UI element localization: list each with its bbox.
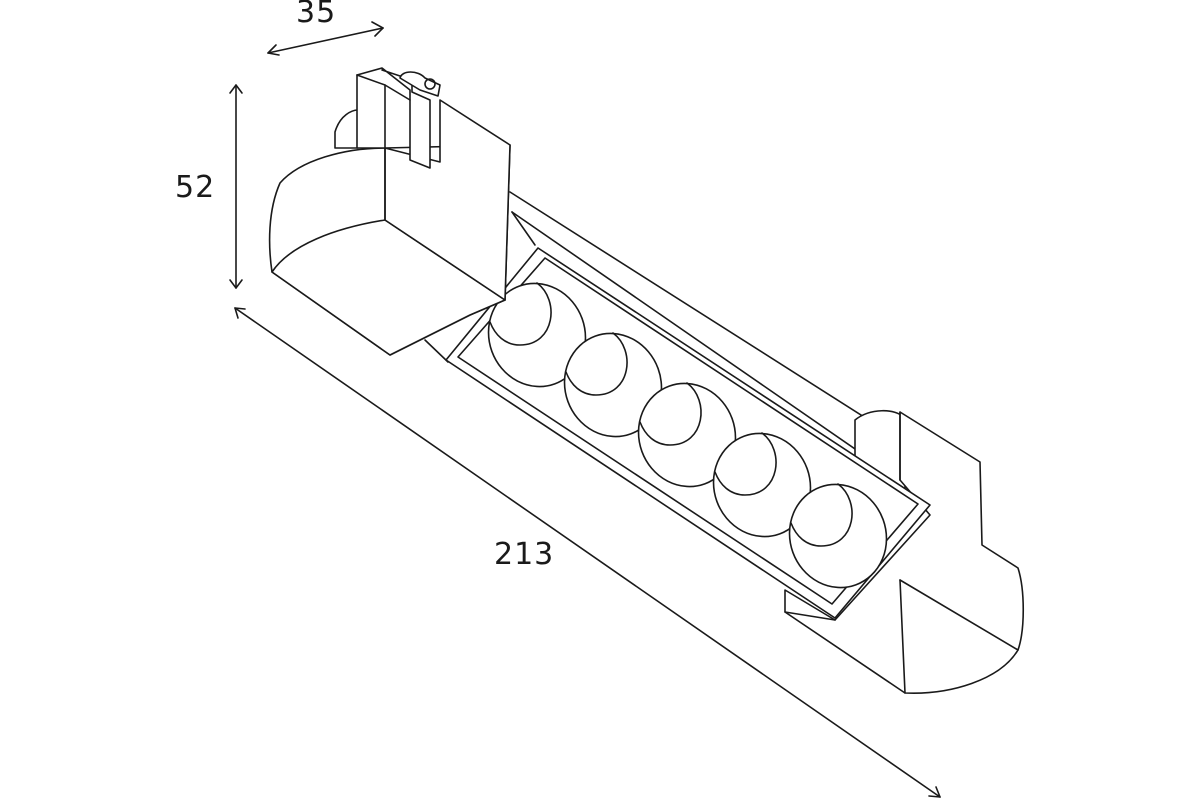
lens-3 xyxy=(637,382,737,488)
dimension-height-label: 52 xyxy=(175,170,216,205)
dimension-length xyxy=(234,307,941,798)
right-end-cap xyxy=(784,409,1025,694)
lens-4 xyxy=(712,432,812,538)
dimension-length-label: 213 xyxy=(494,537,555,572)
dimension-width-label: 35 xyxy=(296,0,337,30)
lens-2 xyxy=(563,332,663,438)
lens-5 xyxy=(788,483,888,589)
dimension-width xyxy=(267,21,384,56)
adapter-head xyxy=(268,67,511,356)
dimension-height xyxy=(229,84,243,289)
lens-1 xyxy=(487,282,587,388)
